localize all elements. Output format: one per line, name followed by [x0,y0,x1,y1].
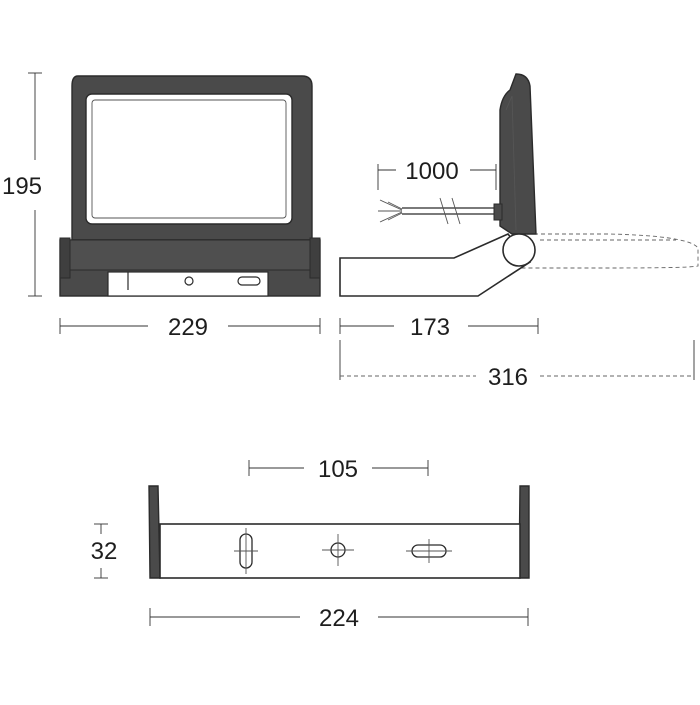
bracket-slot-horizontal [406,539,452,563]
bracket-slot-vertical [234,528,258,574]
label-width-front: 229 [168,314,208,341]
label-depth-tilted: 316 [488,364,528,391]
label-depth-side: 173 [410,314,450,341]
label-bracket-width: 224 [319,605,359,632]
bracket-left-upright [148,485,161,579]
bracket-center-hole [322,534,354,566]
side-hinge [502,233,536,267]
dimension-1000: 1000 [377,158,497,190]
side-arm [339,233,532,297]
side-cable [378,197,494,225]
dimension-224: 224 [149,605,529,632]
dimension-32: 32 [91,523,118,579]
dimension-229: 229 [59,314,321,341]
label-hole-spacing: 105 [318,456,358,483]
dimension-173: 173 [339,314,539,341]
front-view [59,75,321,297]
side-housing [499,73,537,235]
label-height-front: 195 [2,173,42,200]
front-lens [85,93,293,225]
label-bracket-height: 32 [91,538,118,565]
dimension-195: 195 [2,72,42,297]
side-view [339,73,699,297]
label-cable-length: 1000 [405,158,458,185]
dimension-316: 316 [339,340,695,391]
side-tilted-outline [520,233,699,269]
dimension-105: 105 [248,456,429,483]
bracket-view [148,485,530,579]
